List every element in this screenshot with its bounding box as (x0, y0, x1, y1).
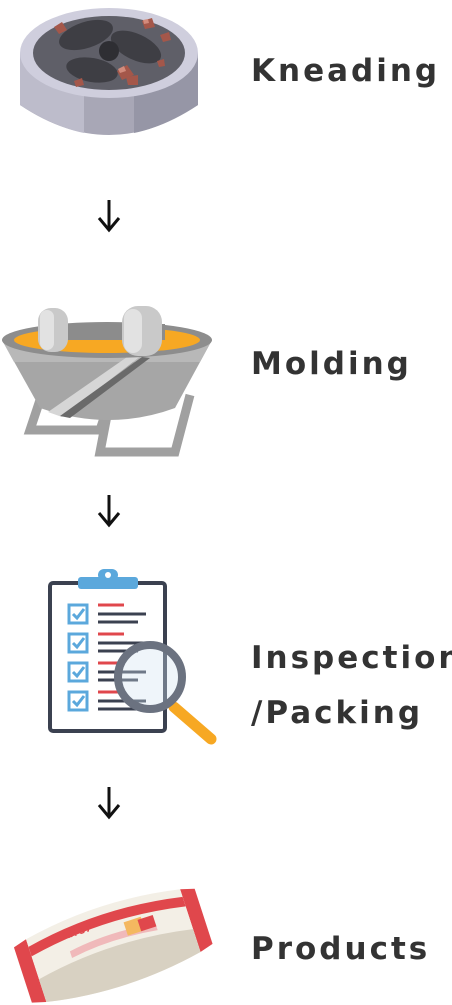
kneading-machine-icon (20, 8, 198, 135)
step-inspection-packing: Inspection /Packing (0, 565, 452, 755)
molding-press-icon (2, 306, 212, 457)
step-label-inspection: Inspection (251, 640, 452, 676)
step-kneading: Kneading (0, 0, 452, 160)
step-label-molding: Molding (251, 346, 412, 382)
product-package-icon: RX-37 (13, 888, 213, 1003)
step-label-products: Products (251, 931, 431, 967)
step-label-packing: /Packing (251, 695, 424, 731)
down-arrow-icon (97, 495, 121, 528)
inspection-checklist-icon (48, 569, 217, 745)
step-label-kneading: Kneading (251, 53, 441, 89)
down-arrow-icon (97, 200, 121, 233)
step-molding: Molding (0, 300, 452, 470)
down-arrow-icon (97, 787, 121, 820)
step-products: RX-37 Products (0, 875, 452, 1005)
